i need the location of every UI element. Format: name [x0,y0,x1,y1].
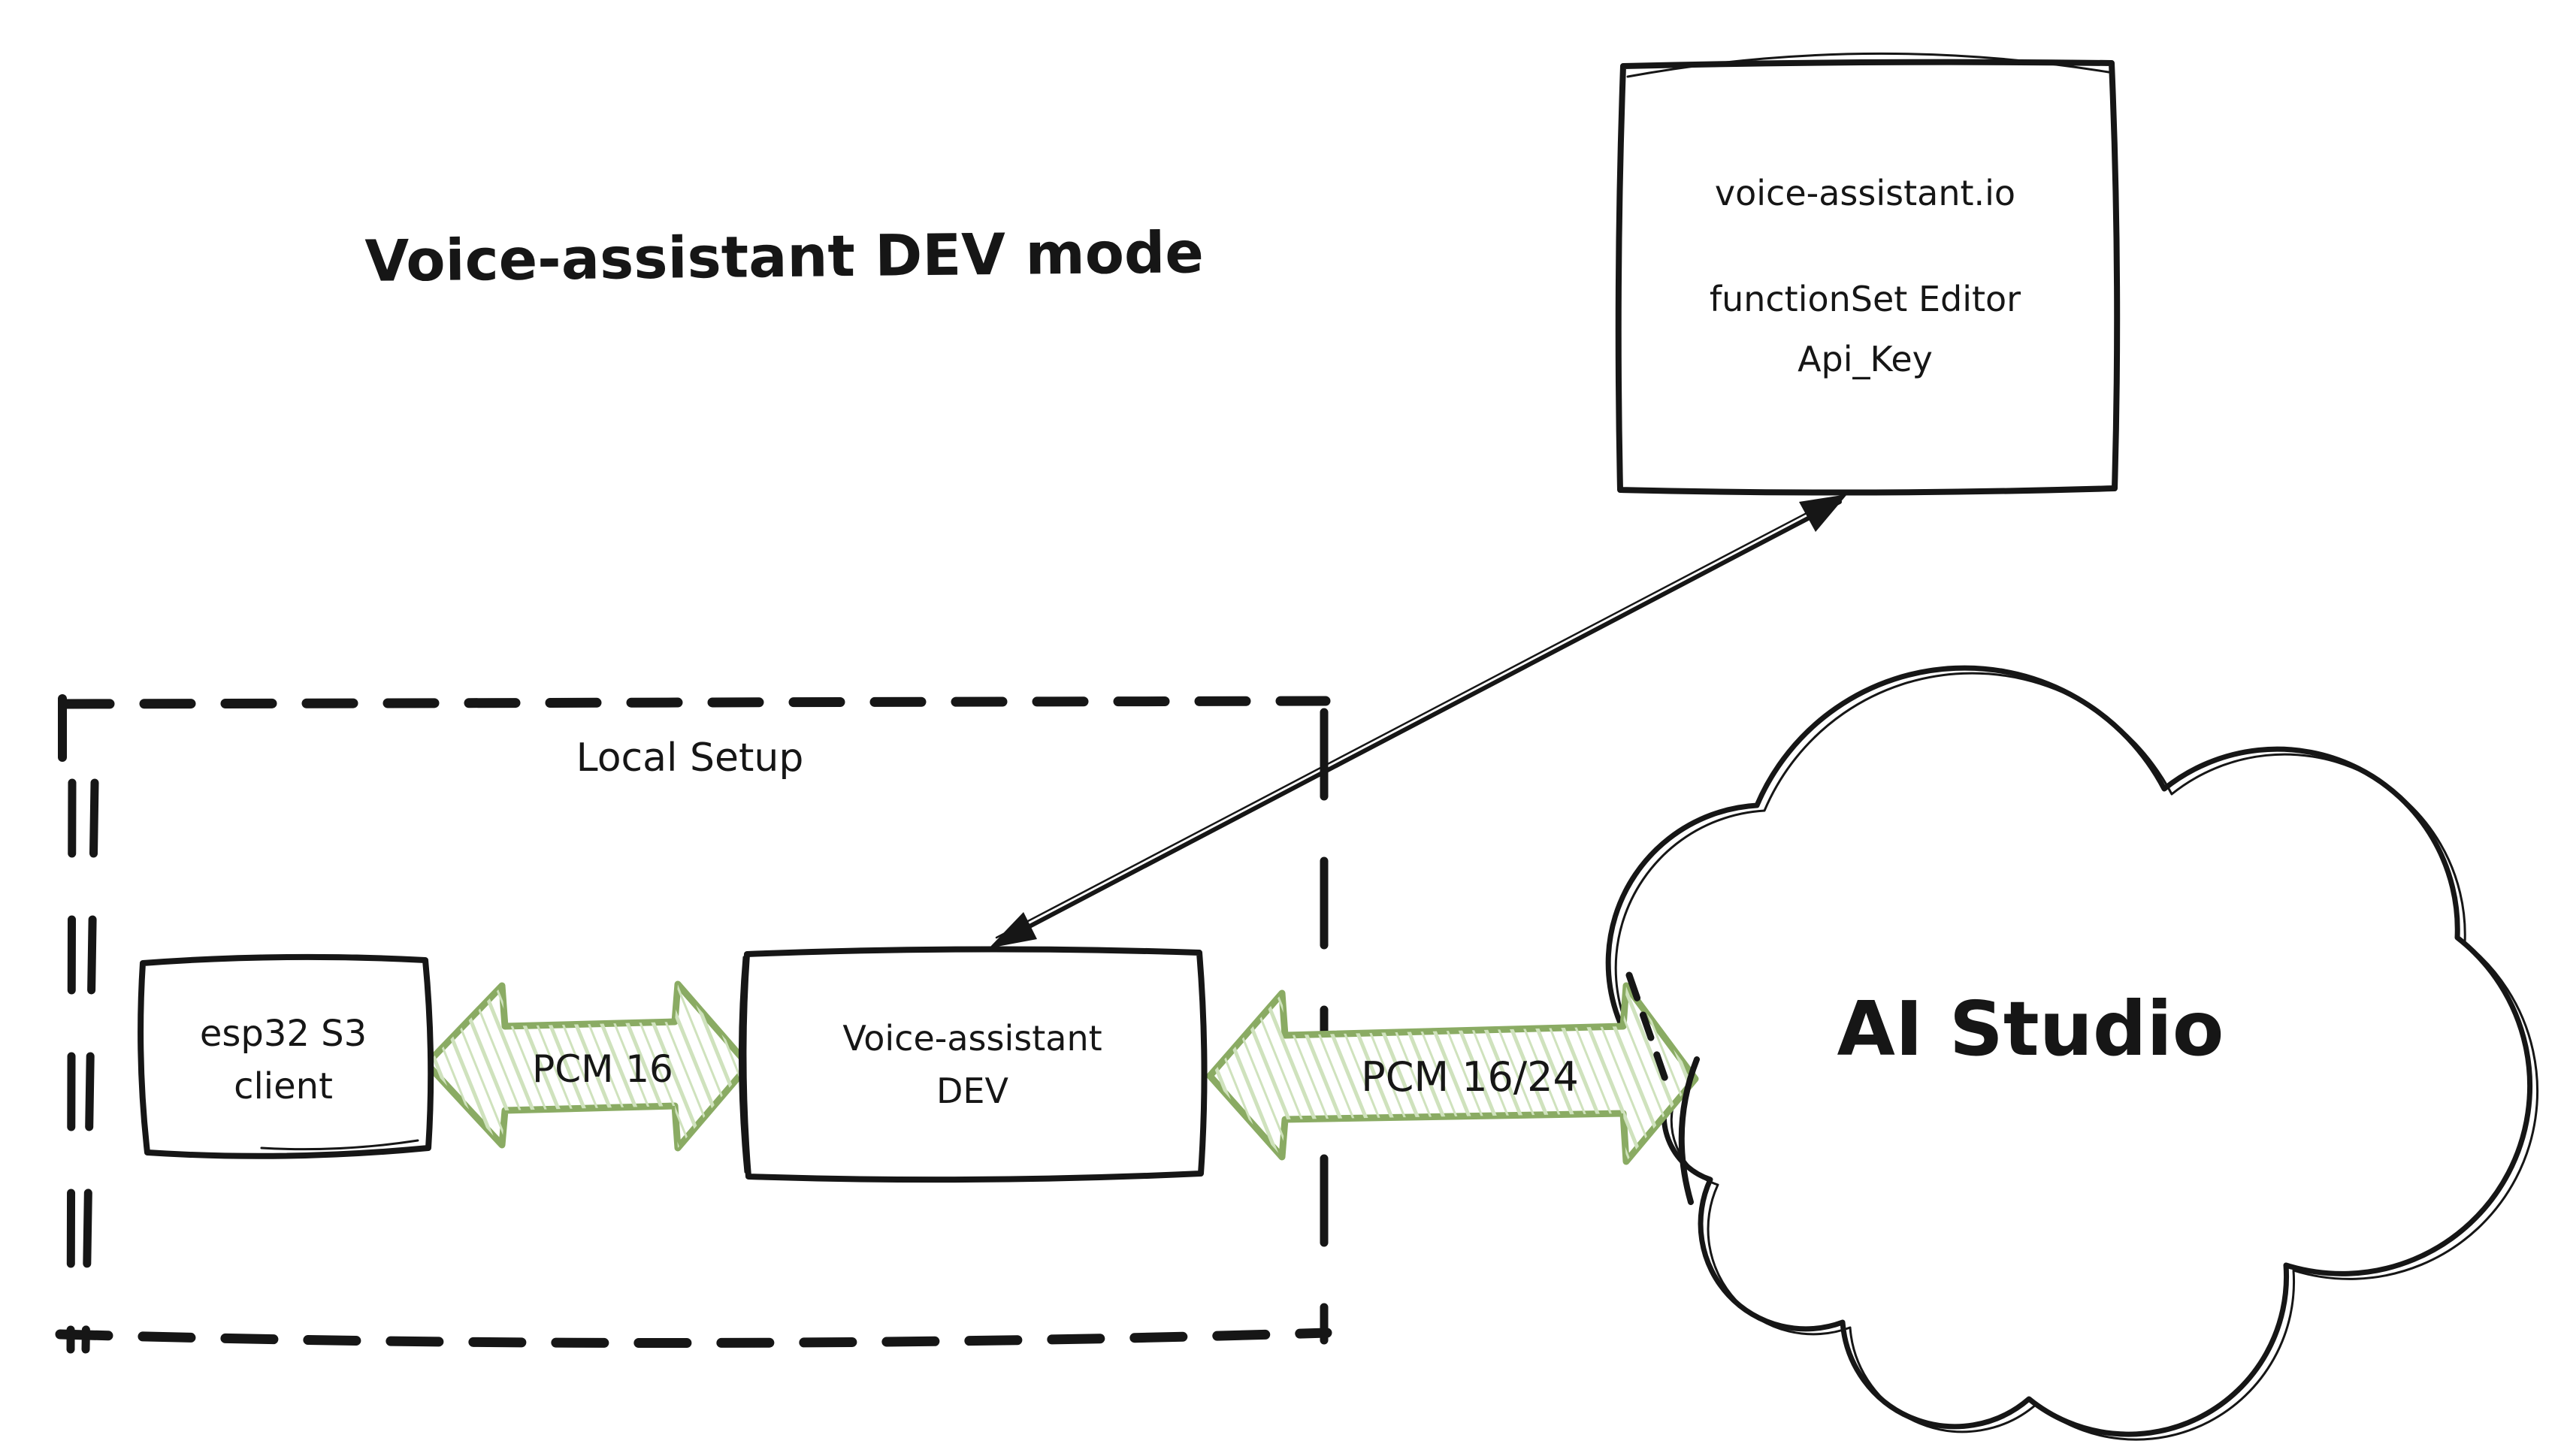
local-setup-border-top [58,696,1331,709]
local-setup-border-bottom [55,1328,1332,1349]
portal-box-sketch-line [1626,52,2110,78]
diagram-title: Voice-assistant DEV mode [364,219,1204,295]
voice-assistant-dev-box: Voice-assistant DEV [738,946,1208,1183]
local-setup-border-left-a [66,778,77,1354]
dev-portal-arrow-line-sketch [995,496,1838,939]
pcm1624-label: PCM 16/24 [1361,1053,1579,1101]
arrowhead-dev-end-icon [989,912,1037,948]
esp32-label-line2: client [234,1065,333,1107]
portal-box: voice-assistant.io functionSet Editor Ap… [1615,52,2121,496]
dev-label-line2: DEV [936,1071,1008,1111]
cloud-notch-solid-edge [1678,1056,1700,1205]
cloud-outline [1605,665,2533,1437]
esp32-label-line1: esp32 S3 [200,1013,367,1055]
portal-label-line1: voice-assistant.io [1715,173,2015,213]
portal-label-line3: Api_Key [1798,339,1933,379]
ai-studio-cloud: AI Studio [1605,665,2539,1441]
portal-label-line2: functionSet Editor [1710,279,2021,319]
portal-box-outline [1615,59,2121,496]
local-setup-label: Local Setup [576,736,804,781]
ai-studio-label: AI Studio [1837,985,2224,1073]
arrowhead-portal-end-icon [1799,494,1847,532]
dev-box-outline [740,946,1208,1183]
pcm16-label: PCM 16 [532,1047,673,1091]
cloud-edge-dashed-overlap [1625,971,1672,1092]
local-setup-group-box: Local Setup [55,694,1332,1354]
dev-box-sketch-line [738,956,747,1174]
esp32-box-outline [138,953,434,1159]
pcm16-arrow-hatch [427,984,748,1148]
dev-portal-arrow [989,494,1847,948]
dev-label-line1: Voice-assistant [842,1018,1102,1059]
cloud-outline-sketch [1614,672,2539,1441]
esp32-box-sketch-line [260,1139,419,1151]
local-setup-border-left-b [81,778,99,1354]
pcm1624-arrow: PCM 16/24 [1206,982,1699,1165]
esp32-client-box: esp32 S3 client [138,953,434,1159]
pcm1624-arrow-hatch [1210,986,1695,1161]
dev-portal-arrow-line [997,500,1842,944]
